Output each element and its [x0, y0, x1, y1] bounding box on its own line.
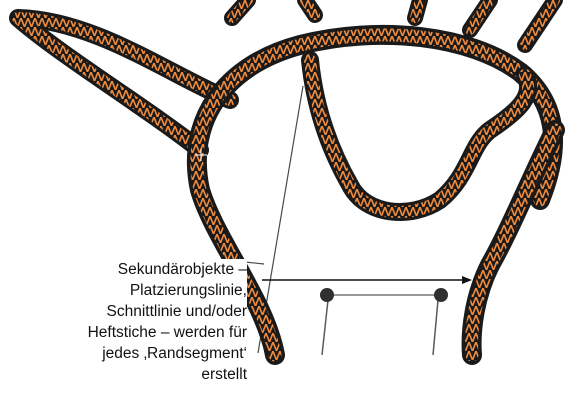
nostrils: [320, 288, 448, 355]
callout-text: Sekundärobjekte – Platzierungslinie, Sch…: [0, 259, 247, 385]
nostril-left: [320, 288, 334, 302]
nostril-right: [434, 288, 448, 302]
callout-line-2: Platzierungslinie,: [0, 280, 247, 301]
callout-line-4: Heftstiche – werden für: [0, 322, 247, 343]
callout-line-5: jedes ‚Randsegment‘: [0, 343, 247, 364]
callout-line-1: Sekundärobjekte –: [0, 259, 247, 280]
callout-line-6: erstellt: [0, 364, 247, 385]
cheek-stitches: [472, 130, 555, 355]
face-patch-outline: [310, 60, 528, 212]
leader-line-2: [245, 262, 264, 264]
head-outline: [197, 35, 553, 355]
callout-line-3: Schnittlinie und/oder: [0, 301, 247, 322]
callout-arrow: [262, 276, 472, 284]
